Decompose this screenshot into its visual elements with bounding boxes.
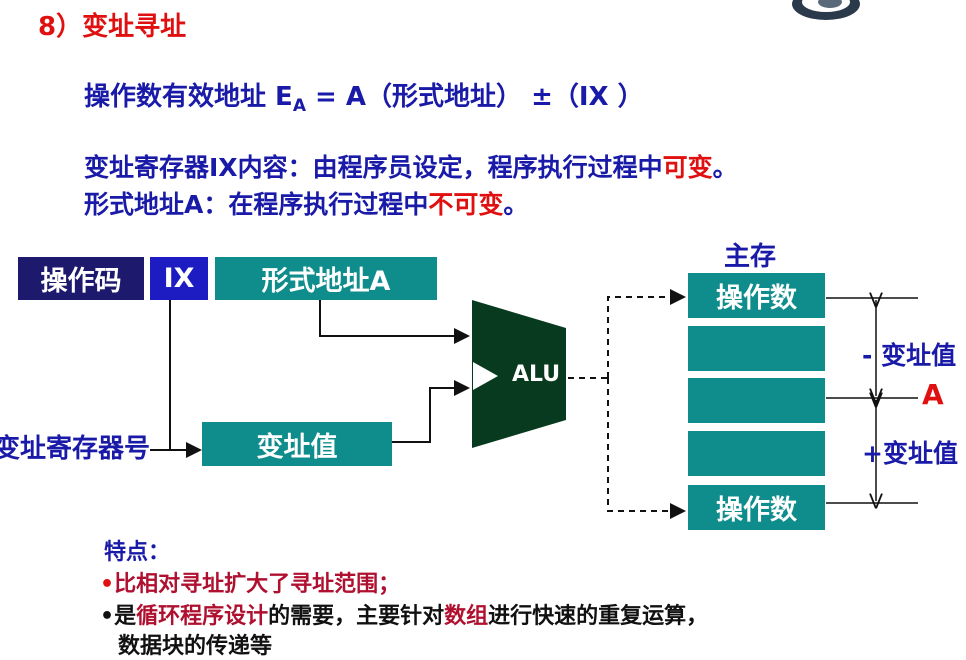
ix-label: IX	[164, 263, 195, 294]
feature-text: 进行快速的重复运算，	[488, 604, 708, 629]
memory-title-text: 主存	[724, 242, 776, 272]
ix-field: IX	[150, 257, 208, 300]
offset-value-label: 变址值	[257, 425, 338, 464]
features-heading-text: 特点：	[104, 540, 170, 565]
memory-cell: 操作数	[688, 273, 825, 318]
memory-cell: 操作数	[688, 485, 825, 530]
feature-highlight: 数组	[444, 604, 488, 629]
offset-value-box: 变址值	[202, 422, 392, 466]
register-label-text: 变址寄存器号	[0, 434, 150, 464]
feature-text: 比相对寻址扩大了寻址范围；	[114, 572, 400, 597]
minus-offset-text: - 变址值	[862, 341, 956, 370]
address-field: 形式地址A	[215, 257, 437, 300]
a-label-text: A	[922, 378, 944, 411]
address-label: 形式地址A	[262, 259, 391, 298]
feature-highlight: 循环程序设计	[136, 604, 268, 629]
plus-offset-label: +变址值	[862, 434, 958, 470]
opcode-field: 操作码	[18, 257, 144, 300]
bullet-icon: •	[100, 604, 114, 629]
memory-cell	[688, 378, 825, 423]
memory-cell-label: 操作数	[716, 488, 797, 527]
memory-cell	[688, 431, 825, 476]
feature-text: 的需要，主要针对	[268, 604, 444, 629]
opcode-label: 操作码	[41, 259, 122, 298]
feature-continuation: 数据块的传递等	[118, 628, 272, 660]
features-heading: 特点：	[104, 534, 170, 566]
memory-cell-label: 操作数	[716, 276, 797, 315]
feature-continuation-text: 数据块的传递等	[118, 634, 272, 659]
memory-cell	[688, 326, 825, 371]
alu-label: ALU	[512, 362, 560, 387]
memory-title: 主存	[724, 236, 776, 273]
feature-item: •比相对寻址扩大了寻址范围；	[100, 566, 400, 598]
a-label: A	[922, 378, 944, 411]
plus-offset-text: +变址值	[862, 439, 958, 468]
minus-offset-label: - 变址值	[862, 336, 956, 372]
feature-text: 是	[114, 604, 136, 629]
alu-text: ALU	[512, 362, 560, 387]
register-label: 变址寄存器号	[0, 428, 150, 465]
bullet-icon: •	[100, 572, 114, 597]
feature-item: •是循环程序设计的需要，主要针对数组进行快速的重复运算，	[100, 598, 708, 630]
